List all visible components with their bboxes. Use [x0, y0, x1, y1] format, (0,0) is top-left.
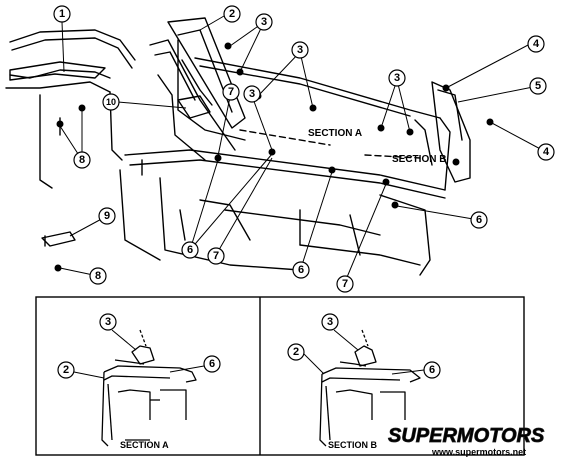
section-b-label: SECTION B [392, 154, 446, 165]
inset-a-caption: SECTION A [120, 440, 169, 450]
inset-b-callout-circles [287, 313, 441, 379]
callout-3-a: 3 [261, 16, 267, 28]
inset-a-linework [101, 329, 197, 447]
inset-b-callout-2: 2 [293, 346, 299, 358]
callout-10: 10 [106, 97, 116, 107]
callout-3-d: 3 [249, 88, 255, 100]
vehicle-body-linework [5, 17, 471, 276]
inset-b-callout-3: 3 [327, 316, 333, 328]
inset-a-callout-2: 2 [63, 364, 69, 376]
inset-b-callout-6: 6 [429, 364, 435, 376]
inset-a-callout-6: 6 [209, 358, 215, 370]
callout-4-a: 4 [533, 38, 540, 50]
callout-4-b: 4 [543, 146, 550, 158]
inset-a-callout-3: 3 [105, 316, 111, 328]
callout-3-c: 3 [394, 72, 400, 84]
inset-b-caption: SECTION B [328, 440, 378, 450]
callout-6-b: 6 [298, 264, 304, 276]
callout-7-c: 7 [342, 278, 348, 290]
section-a-label: SECTION A [308, 128, 362, 139]
callout-7-a: 7 [228, 86, 234, 98]
callout-6-c: 6 [476, 214, 482, 226]
inset-a-callout-circles [57, 313, 221, 379]
inset-b-leaders [303, 329, 425, 375]
callout-2: 2 [229, 8, 235, 20]
inset-frame [35, 296, 525, 456]
callout-9: 9 [104, 210, 110, 222]
callout-8-b: 8 [95, 270, 101, 282]
callout-1: 1 [59, 8, 65, 20]
callout-6-a: 6 [187, 244, 193, 256]
callout-8-a: 8 [79, 154, 85, 166]
supermotors-watermark: SUPERMOTORS www.supermotors.net [388, 425, 546, 457]
callout-5: 5 [535, 80, 541, 92]
fasteners [54, 42, 494, 272]
inset-b-linework [319, 329, 421, 447]
watermark-url: www.supermotors.net [431, 447, 526, 457]
watermark-brand: SUPERMOTORS [388, 425, 545, 447]
callout-7-b: 7 [213, 250, 219, 262]
callout-3-b: 3 [297, 44, 303, 56]
inset-a-leaders [73, 329, 205, 379]
callout-circles [53, 5, 555, 293]
